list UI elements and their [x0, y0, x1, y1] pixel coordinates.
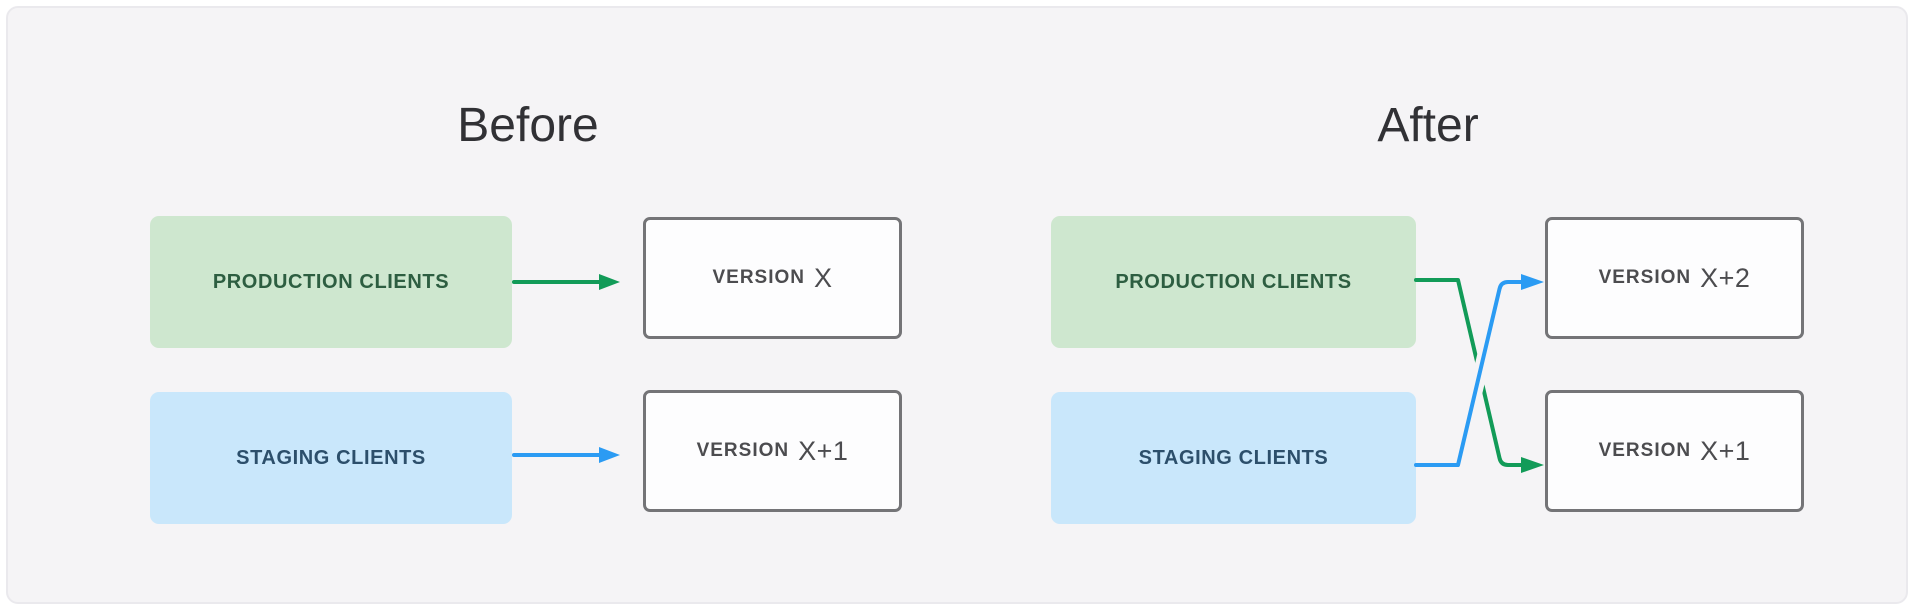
after-panel-title: After: [1377, 99, 1479, 152]
before-staging-arrowhead-icon: [599, 447, 620, 463]
before-version-x1-word: VERSION: [696, 440, 790, 461]
after-version-x2-box: VERSION X+2: [1545, 217, 1804, 339]
after-production-arrow-line: [1414, 278, 1523, 467]
after-staging-clients-label: STAGING CLIENTS: [1138, 446, 1329, 469]
before-production-arrowhead-icon: [599, 274, 620, 290]
before-production-clients-box: PRODUCTION CLIENTS: [150, 216, 512, 348]
after-version-x2-value: X+2: [1700, 262, 1751, 293]
before-production-clients-label: PRODUCTION CLIENTS: [212, 270, 450, 293]
after-production-clients-box: PRODUCTION CLIENTS: [1051, 216, 1416, 348]
after-staging-arrowhead-icon: [1521, 274, 1544, 290]
diagram-card: Before After PRODUCTION CLIENTS STAGING …: [6, 6, 1908, 604]
after-version-x2-word: VERSION: [1598, 267, 1692, 288]
after-staging-arrow-line: [1414, 280, 1523, 467]
after-staging-clients-box: STAGING CLIENTS: [1051, 392, 1416, 524]
before-staging-clients-box: STAGING CLIENTS: [150, 392, 512, 524]
before-version-x1-value: X+1: [798, 435, 849, 466]
before-version-x-box: VERSION X: [643, 217, 902, 339]
before-staging-clients-label: STAGING CLIENTS: [236, 446, 426, 469]
after-crossing-gap-underlay: [1453, 289, 1507, 459]
after-production-clients-label: PRODUCTION CLIENTS: [1115, 270, 1352, 293]
before-version-x-word: VERSION: [712, 267, 805, 288]
after-production-arrowhead-icon: [1521, 457, 1544, 473]
after-version-x1-value: X+1: [1700, 435, 1751, 466]
after-version-x1-word: VERSION: [1598, 440, 1692, 461]
after-version-x1-box: VERSION X+1: [1545, 390, 1804, 512]
before-version-x1-box: VERSION X+1: [643, 390, 902, 512]
before-panel-title: Before: [457, 99, 599, 152]
before-version-x-value: X: [814, 262, 833, 293]
